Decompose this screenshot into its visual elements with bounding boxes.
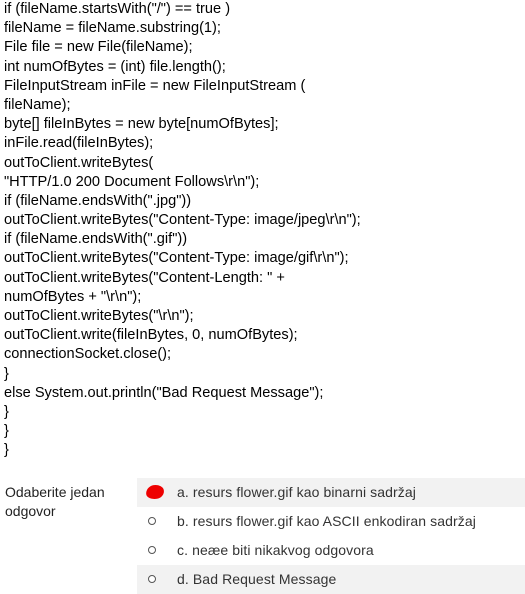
code-line: if (fileName.startsWith("/") == true ) xyxy=(4,1,231,17)
radio-selected-icon[interactable] xyxy=(145,483,165,501)
code-line: File file = new File(fileName); xyxy=(4,39,193,56)
code-listing: if (fileName.startsWith("/") == true ) f… xyxy=(4,0,522,461)
code-line: int numOfBytes = (int) file.length(); xyxy=(4,58,226,75)
code-line: byte[] fileInBytes = new byte[numOfBytes… xyxy=(4,116,279,133)
code-line: outToClient.writeBytes("Content-Length: … xyxy=(4,269,285,286)
answer-text: d. Bad Request Message xyxy=(177,571,337,587)
radio-icon[interactable] xyxy=(148,546,156,554)
answer-option-c[interactable]: c. neæe biti nikakvog odgovora xyxy=(137,536,525,565)
code-line: outToClient.writeBytes("\r\n"); xyxy=(4,308,194,324)
code-line: inFile.read(fileInBytes); xyxy=(4,135,154,152)
answer-text: b. resurs flower.gif kao ASCII enkodiran… xyxy=(177,513,476,529)
code-line: } xyxy=(4,423,9,440)
code-line: if (fileName.endsWith(".jpg")) xyxy=(4,192,192,209)
code-line: else System.out.println("Bad Request Mes… xyxy=(4,384,324,401)
code-line: if (fileName.endsWith(".gif")) xyxy=(4,231,188,248)
answer-option-b[interactable]: b. resurs flower.gif kao ASCII enkodiran… xyxy=(137,507,525,536)
question-prompt-label: Odaberite jedan odgovor xyxy=(5,484,105,519)
answer-text: c. neæe biti nikakvog odgovora xyxy=(177,542,374,558)
code-line: fileName = fileName.substring(1); xyxy=(4,20,221,37)
code-line: connectionSocket.close(); xyxy=(4,346,172,363)
code-line: FileInputStream inFile = new FileInputSt… xyxy=(4,77,306,94)
radio-icon[interactable] xyxy=(148,517,156,525)
code-line: outToClient.writeBytes( xyxy=(4,154,154,171)
answer-options: a. resurs flower.gif kao binarni sadržaj… xyxy=(137,478,525,594)
answer-option-a[interactable]: a. resurs flower.gif kao binarni sadržaj xyxy=(137,478,525,507)
code-line: } xyxy=(4,365,9,382)
code-line: outToClient.writeBytes("Content-Type: im… xyxy=(4,212,361,229)
code-line: "HTTP/1.0 200 Document Follows\r\n"); xyxy=(4,173,260,190)
radio-icon[interactable] xyxy=(148,575,156,583)
code-line: numOfBytes + "\r\n"); xyxy=(4,288,142,305)
code-line: outToClient.write(fileInBytes, 0, numOfB… xyxy=(4,327,298,344)
answer-text: a. resurs flower.gif kao binarni sadržaj xyxy=(177,484,416,500)
code-line: fileName); xyxy=(4,96,71,113)
code-line: } xyxy=(4,403,9,420)
code-line: } xyxy=(4,442,9,459)
code-line: outToClient.writeBytes("Content-Type: im… xyxy=(4,250,349,267)
answer-option-d[interactable]: d. Bad Request Message xyxy=(137,565,525,594)
